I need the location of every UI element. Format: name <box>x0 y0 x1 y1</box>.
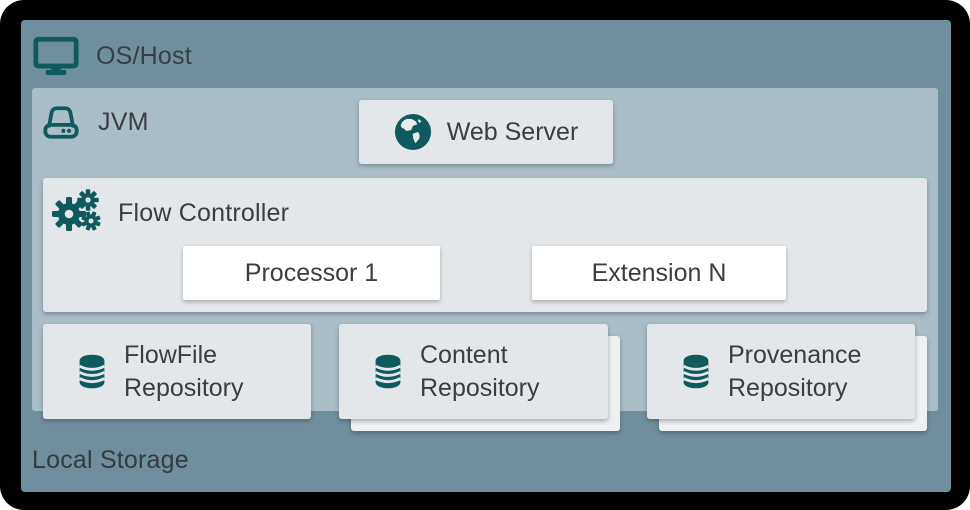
processor-box: Processor 1 <box>183 246 440 300</box>
web-server-box: Web Server <box>359 100 613 164</box>
jvm-label: JVM <box>98 107 149 136</box>
provenance-repository-box: Provenance Repository <box>647 324 915 419</box>
os-host-header: OS/Host <box>33 34 192 78</box>
web-server-label: Web Server <box>446 117 579 146</box>
jvm-box: JVM Web Server <box>32 88 938 431</box>
database-icon <box>375 354 401 389</box>
database-icon <box>79 354 105 389</box>
flow-controller-label: Flow Controller <box>118 198 290 227</box>
hard-drive-icon <box>43 106 79 139</box>
content-repository-box: Content Repository <box>339 324 608 419</box>
flow-controller-box: Flow Controller Processor 1 Extension N <box>43 178 927 312</box>
extension-label: Extension N <box>591 258 727 287</box>
os-host-box: OS/Host JVM Web Server <box>21 20 951 492</box>
gears-icon <box>52 189 101 231</box>
flowfile-repository-box: FlowFile Repository <box>43 324 311 419</box>
content-repository-label: Content Repository <box>420 340 540 402</box>
monitor-icon <box>33 36 79 76</box>
flowfile-repository-label: FlowFile Repository <box>124 340 244 402</box>
globe-icon <box>394 113 431 151</box>
flow-controller-header: Flow Controller <box>51 189 290 236</box>
provenance-repository-label: Provenance Repository <box>728 340 862 402</box>
extension-box: Extension N <box>532 246 786 300</box>
processor-label: Processor 1 <box>244 258 379 287</box>
database-icon <box>683 354 709 389</box>
jvm-header: JVM <box>41 100 149 144</box>
local-storage-label: Local Storage <box>32 446 189 474</box>
os-host-label: OS/Host <box>96 41 192 70</box>
